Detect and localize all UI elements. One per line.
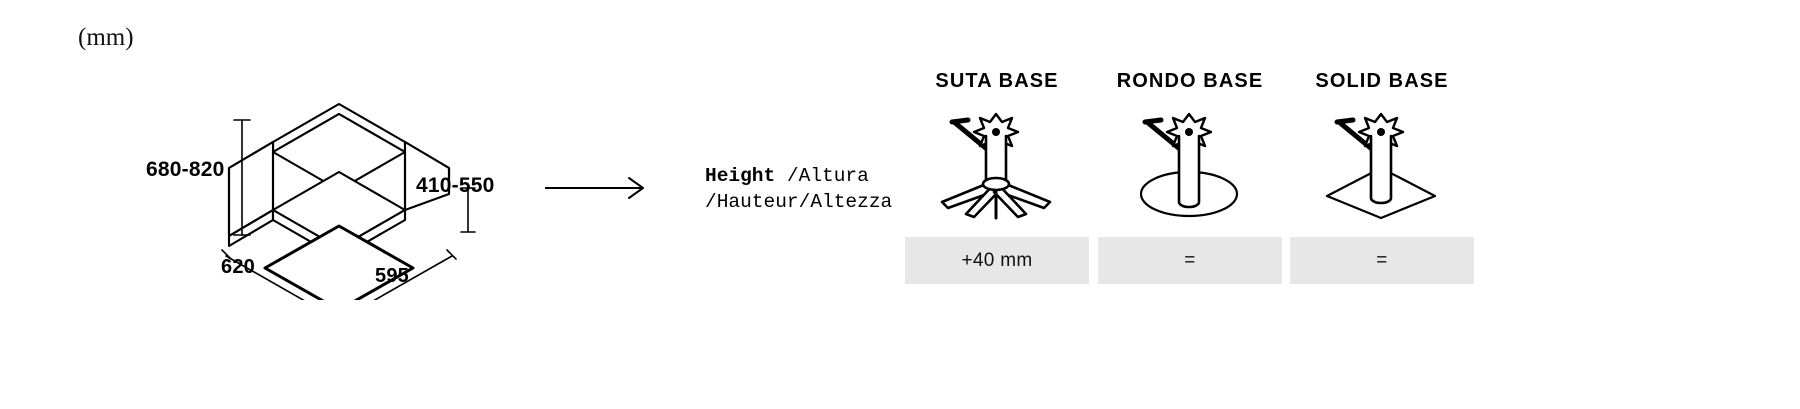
height-legend-rest: /Altura bbox=[775, 165, 869, 187]
product-drawing bbox=[130, 60, 550, 300]
height-legend-bold: Height bbox=[705, 165, 776, 187]
base-value-box-rondo: = bbox=[1098, 237, 1282, 284]
right-arrow-icon bbox=[543, 168, 651, 213]
base-title-suta: SUTA BASE bbox=[935, 70, 1059, 92]
solid-base-icon bbox=[1290, 102, 1474, 220]
base-options-group: SUTA BASE bbox=[905, 70, 1477, 285]
dimension-label-depth: 620 bbox=[221, 256, 255, 278]
base-title-solid: SOLID BASE bbox=[1315, 70, 1449, 92]
units-label: (mm) bbox=[78, 24, 134, 51]
dimension-label-height-range: 680-820 bbox=[146, 158, 225, 181]
base-option-suta[interactable]: SUTA BASE bbox=[905, 70, 1089, 285]
suta-base-icon bbox=[905, 102, 1089, 220]
height-legend-line-1: Height /Altura bbox=[705, 163, 892, 189]
base-value-suta: +40 mm bbox=[961, 249, 1033, 271]
rondo-base-icon bbox=[1098, 102, 1282, 220]
base-value-box-suta: +40 mm bbox=[905, 237, 1089, 284]
base-option-solid[interactable]: SOLID BASE = bbox=[1290, 70, 1474, 285]
base-option-rondo[interactable]: RONDO BASE = bbox=[1098, 70, 1282, 285]
height-legend-line-2: /Hauteur/Altezza bbox=[705, 191, 893, 213]
base-value-rondo: = bbox=[1184, 249, 1196, 271]
dimension-label-width: 595 bbox=[375, 265, 409, 287]
base-value-box-solid: = bbox=[1290, 237, 1474, 284]
height-legend: Height /Altura /Hauteur/Altezza bbox=[705, 163, 892, 215]
base-value-solid: = bbox=[1376, 249, 1388, 271]
base-title-rondo: RONDO BASE bbox=[1116, 70, 1264, 92]
dimension-label-seat-height: 410-550 bbox=[416, 174, 495, 197]
